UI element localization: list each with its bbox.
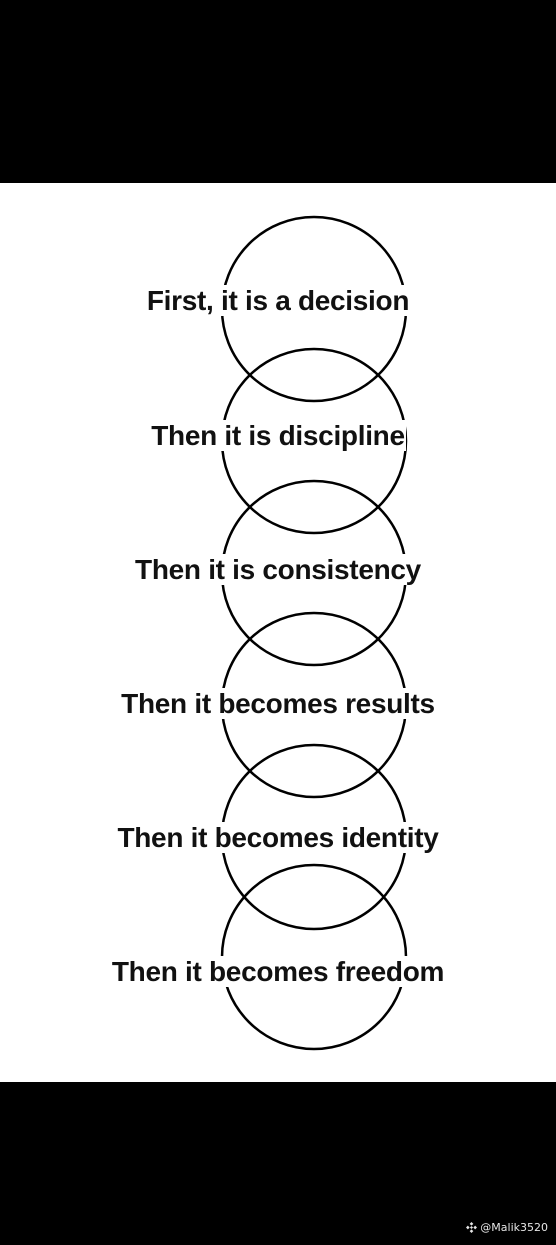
stage-5-label: Then it becomes identity: [116, 822, 440, 853]
stage-3: Then it is consistency: [0, 550, 556, 590]
stage-2-label: Then it is discipline: [150, 420, 406, 451]
stage-3-label: Then it is consistency: [134, 554, 422, 585]
stage-4-label: Then it becomes results: [120, 688, 436, 719]
stage-4: Then it becomes results: [0, 684, 556, 724]
binance-logo-icon: [466, 1221, 478, 1233]
watermark: @Malik3520: [466, 1219, 548, 1235]
stage-6-label: Then it becomes freedom: [110, 956, 446, 987]
stage-6: Then it becomes freedom: [0, 952, 556, 992]
top-black-bar: [0, 0, 556, 183]
stage-1: First, it is a decision: [0, 281, 556, 321]
stage-5: Then it becomes identity: [0, 818, 556, 858]
diagram-panel: First, it is a decision Then it is disci…: [0, 183, 556, 1082]
bottom-black-bar: @Malik3520: [0, 1082, 556, 1245]
watermark-handle: @Malik3520: [480, 1220, 548, 1234]
stage-1-label: First, it is a decision: [145, 285, 411, 316]
stage-2: Then it is discipline: [0, 416, 556, 456]
